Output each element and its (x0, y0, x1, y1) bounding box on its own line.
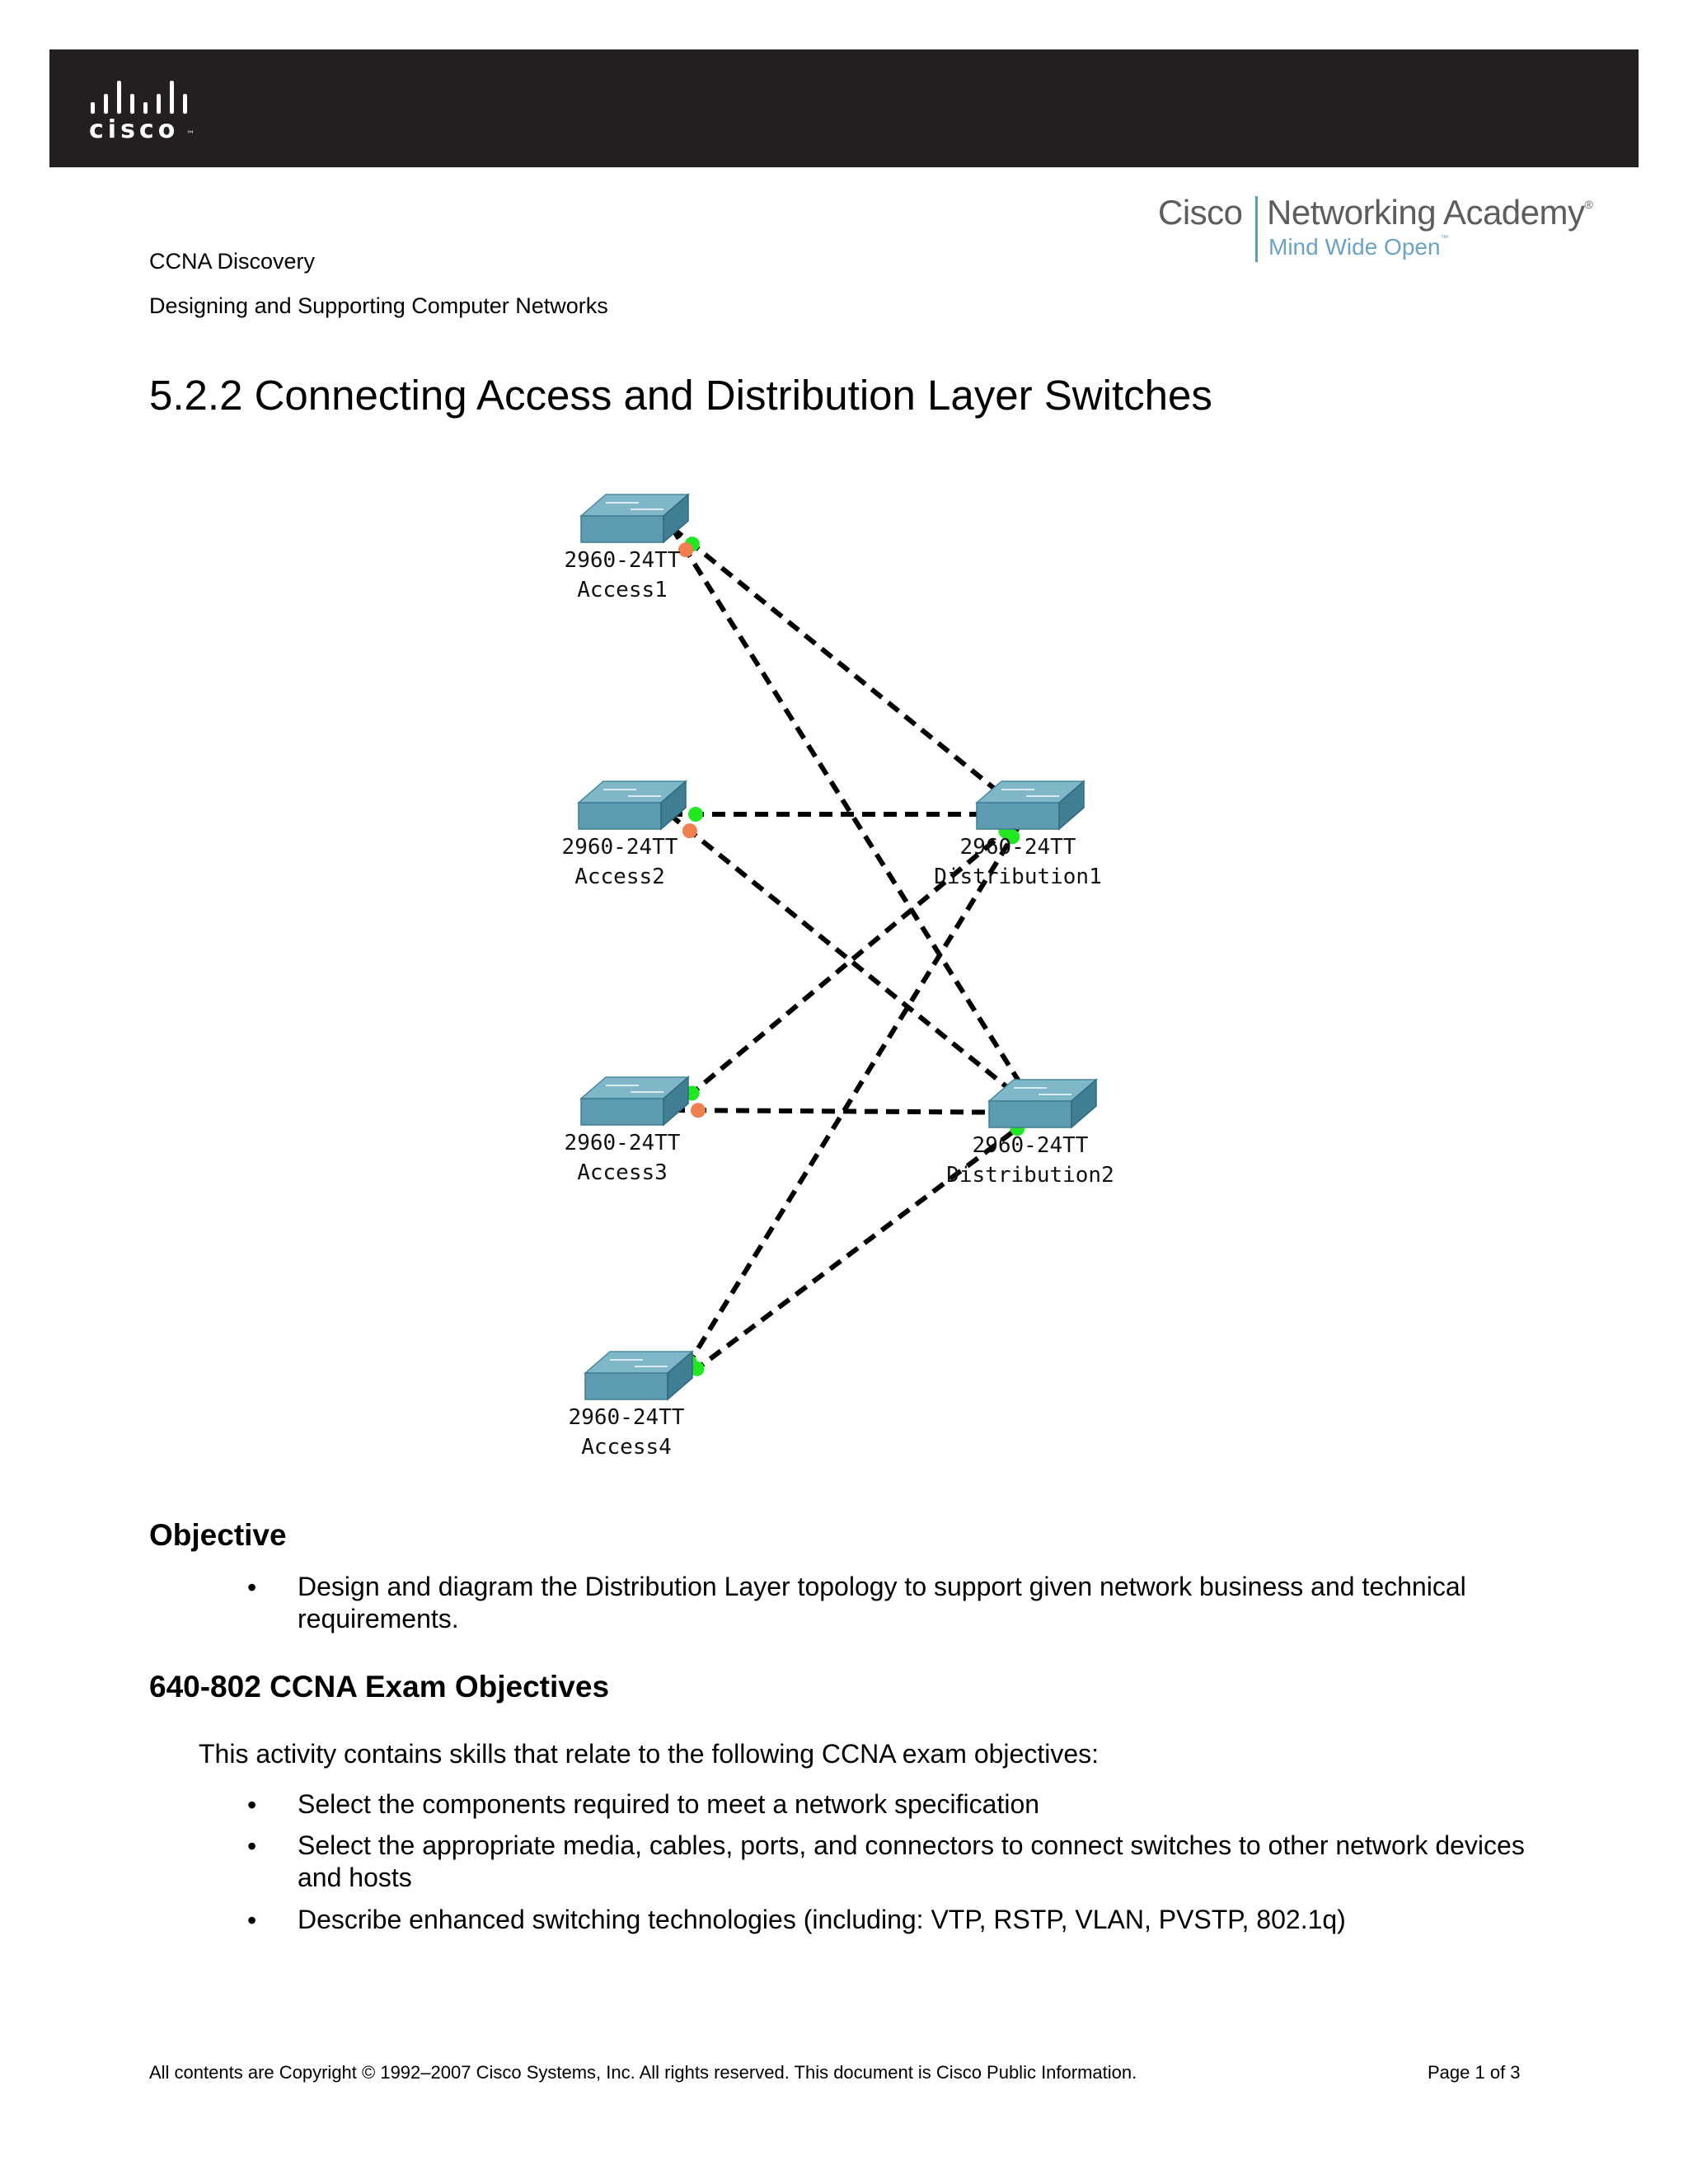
port-status-blocked-icon (682, 823, 697, 839)
link-access1-distribution2 (669, 526, 1041, 1114)
device-model-label: 2960-24TT (565, 1131, 681, 1155)
registered-mark: ® (1584, 198, 1593, 211)
device-name-label: Access1 (577, 578, 668, 602)
switch-icon[interactable] (987, 1078, 1099, 1129)
bullet-icon: • (247, 1790, 257, 1820)
switch-icon[interactable] (576, 780, 688, 831)
link-access4-distribution1 (673, 813, 1029, 1386)
device-model-label: 2960-24TT (562, 835, 678, 860)
link-access1-distribution1 (670, 525, 1028, 817)
trademark-mark: ™ (186, 130, 195, 139)
device-name-label: Access4 (581, 1435, 672, 1460)
switch-icon[interactable] (579, 493, 691, 544)
port-status-blocked-icon (690, 1103, 706, 1118)
exam-objective-item: Select the components required to meet a… (298, 1789, 1040, 1819)
device-name-label: Distribution2 (946, 1163, 1114, 1188)
objective-item: Design and diagram the Distribution Laye… (298, 1572, 1466, 1633)
bullet-icon: • (247, 1831, 257, 1861)
header-bar: cisco ™ (49, 49, 1639, 167)
academy-logo-divider (1255, 196, 1258, 262)
switch-icon[interactable] (579, 1076, 691, 1127)
cisco-wordmark: cisco (89, 115, 180, 144)
objective-heading: Objective (149, 1518, 287, 1552)
course-subtitle: Designing and Supporting Computer Networ… (149, 293, 608, 318)
exam-objective-item: Describe enhanced switching technologies… (298, 1905, 1346, 1934)
device-model-label: 2960-24TT (565, 548, 681, 573)
port-status-up-icon (1005, 829, 1020, 845)
device-model-label: 2960-24TT (973, 1133, 1089, 1158)
academy-logo-title: Networking Academy® (1267, 193, 1593, 232)
exam-intro: This activity contains skills that relat… (199, 1739, 1100, 1769)
link-access3-distribution2 (671, 1108, 1039, 1115)
switch-icon[interactable] (583, 1350, 695, 1401)
topology-svg: 2960-24TT Access1 2960-24TT Access2 2960-24T… (562, 493, 1114, 1460)
switch-icon[interactable] (974, 780, 1086, 831)
tagline-trademark: ™ (1440, 234, 1449, 243)
port-status-up-icon (689, 1361, 705, 1376)
link-access4-distribution2 (674, 1110, 1040, 1387)
academy-logo-cisco: Cisco (1158, 193, 1243, 232)
document-title: 5.2.2 Connecting Access and Distribution… (149, 372, 1212, 419)
cisco-bridge-logo-icon (91, 81, 187, 114)
port-status-up-icon (688, 807, 703, 822)
course-name: CCNA Discovery (149, 249, 316, 274)
link-access2-distribution2 (668, 812, 1040, 1115)
footer-copyright: All contents are Copyright © 1992–2007 C… (149, 2062, 1137, 2083)
bullet-icon: • (247, 1572, 257, 1602)
cisco-logo: cisco ™ (81, 79, 196, 145)
exam-objective-item: Select the appropriate media, cables, po… (298, 1830, 1525, 1892)
device-name-label: Distribution1 (934, 865, 1102, 889)
link-access3-distribution1 (670, 812, 1028, 1113)
device-model-label: 2960-24TT (960, 835, 1076, 860)
networking-academy-logo: Cisco Networking Academy® Mind Wide Open… (1158, 191, 1620, 265)
device-name-label: Access2 (574, 865, 665, 889)
academy-logo-tagline: Mind Wide Open™ (1268, 234, 1449, 260)
port-status-blocked-icon (678, 542, 693, 558)
academy-logo-tagline-text: Mind Wide Open (1268, 234, 1441, 260)
academy-logo-title-text: Networking Academy (1267, 193, 1585, 232)
footer-page-number: Page 1 of 3 (1428, 2062, 1521, 2083)
device-name-label: Access3 (577, 1160, 668, 1185)
topology-diagram: 2960-24TT Access1 2960-24TT Access2 2960-24T… (536, 478, 1162, 1467)
bullet-icon: • (247, 1905, 257, 1935)
device-model-label: 2960-24TT (569, 1405, 685, 1430)
exam-objectives-heading: 640-802 CCNA Exam Objectives (149, 1670, 610, 1704)
